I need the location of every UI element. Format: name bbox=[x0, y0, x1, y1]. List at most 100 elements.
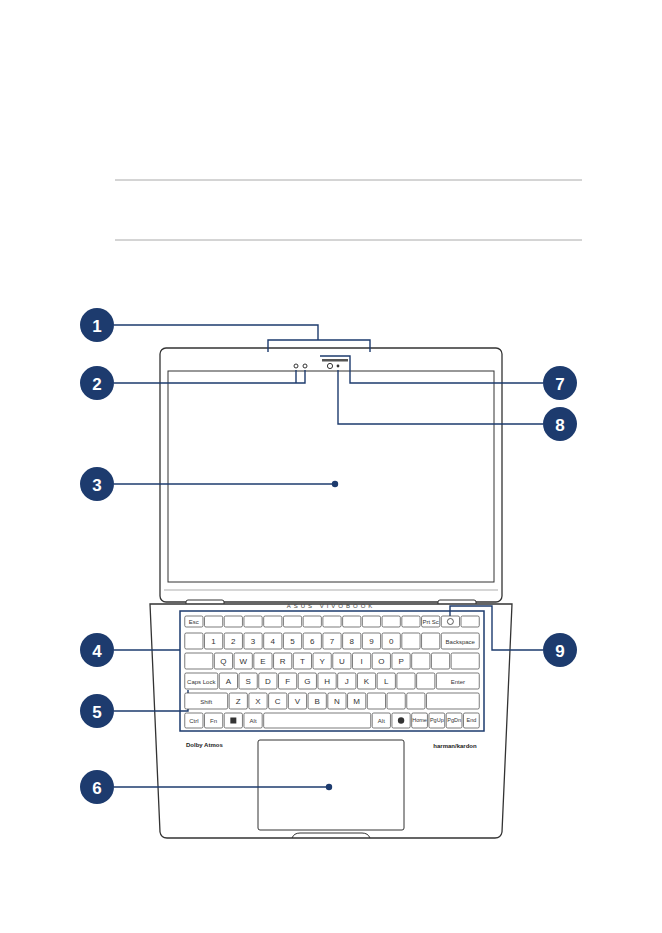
key bbox=[269, 693, 287, 709]
key-label: End bbox=[466, 718, 476, 724]
key bbox=[417, 673, 435, 689]
camera-indicator bbox=[337, 365, 340, 368]
key-label: H bbox=[324, 678, 330, 686]
key bbox=[377, 673, 395, 689]
key-label: T bbox=[300, 658, 305, 666]
key-label: Z bbox=[236, 698, 241, 706]
key bbox=[431, 653, 449, 669]
key-label: Y bbox=[319, 658, 324, 666]
leader-lines bbox=[114, 325, 543, 787]
leader-dot bbox=[326, 784, 332, 790]
note-rule bbox=[115, 240, 582, 241]
key-label: L bbox=[384, 678, 388, 686]
key-label: F bbox=[285, 678, 290, 686]
key bbox=[348, 693, 366, 709]
leader-line bbox=[338, 370, 543, 424]
key bbox=[214, 653, 232, 669]
key bbox=[441, 633, 479, 649]
key bbox=[244, 633, 262, 649]
key bbox=[224, 633, 242, 649]
key bbox=[204, 713, 222, 728]
bezel-line bbox=[164, 590, 498, 591]
key bbox=[397, 673, 415, 689]
key-label: Shift bbox=[200, 699, 212, 705]
display-panel bbox=[168, 371, 494, 582]
key bbox=[308, 693, 326, 709]
key-label: Home bbox=[412, 718, 427, 724]
key bbox=[244, 713, 262, 728]
key bbox=[288, 693, 306, 709]
key-label: Alt bbox=[378, 718, 385, 724]
key-label: B bbox=[315, 698, 320, 706]
microphone bbox=[294, 364, 298, 368]
key bbox=[422, 616, 440, 627]
key-label: K bbox=[364, 678, 369, 686]
key-label: PgUp bbox=[430, 718, 444, 724]
key-label: S bbox=[245, 678, 250, 686]
key-label: 5 bbox=[290, 638, 294, 646]
key bbox=[283, 633, 301, 649]
key bbox=[185, 693, 228, 709]
key-label: 3 bbox=[251, 638, 255, 646]
key-label: Alt bbox=[250, 718, 257, 724]
key bbox=[446, 713, 462, 728]
key-label: J bbox=[345, 678, 349, 686]
key bbox=[367, 693, 385, 709]
key bbox=[185, 713, 203, 728]
key-label: E bbox=[260, 658, 265, 666]
callout-number: 9 bbox=[555, 642, 564, 659]
key-label: O bbox=[378, 658, 384, 666]
key-label: M bbox=[353, 698, 360, 706]
key-label: N bbox=[334, 698, 340, 706]
callout-circle bbox=[80, 770, 114, 804]
key-label: A bbox=[226, 678, 231, 686]
key-label: 6 bbox=[310, 638, 314, 646]
key-label: I bbox=[360, 658, 362, 666]
microphone bbox=[303, 364, 307, 368]
camera bbox=[327, 363, 332, 368]
key bbox=[323, 616, 341, 627]
key-label: 1 bbox=[211, 638, 215, 646]
key bbox=[436, 673, 479, 689]
key-label: C bbox=[275, 698, 281, 706]
leader-line bbox=[114, 690, 188, 711]
key bbox=[185, 616, 203, 627]
key bbox=[382, 633, 400, 649]
key bbox=[234, 653, 252, 669]
callout-circle bbox=[543, 407, 577, 441]
key bbox=[343, 616, 361, 627]
callout-circle bbox=[80, 633, 114, 667]
callout-circle bbox=[80, 366, 114, 400]
key bbox=[185, 653, 213, 669]
key bbox=[402, 633, 420, 649]
key bbox=[264, 713, 371, 728]
key-label: D bbox=[265, 678, 271, 686]
leader-line bbox=[114, 649, 180, 650]
key bbox=[343, 633, 361, 649]
key-label: R bbox=[280, 658, 286, 666]
key bbox=[422, 633, 440, 649]
key bbox=[451, 653, 479, 669]
key-label: 0 bbox=[389, 638, 393, 646]
key bbox=[372, 653, 390, 669]
touchpad bbox=[258, 740, 404, 830]
key-label: 9 bbox=[369, 638, 373, 646]
key bbox=[426, 693, 479, 709]
key bbox=[338, 673, 356, 689]
key bbox=[204, 633, 222, 649]
key bbox=[298, 673, 316, 689]
key-label: Q bbox=[220, 658, 226, 666]
key-label: Enter bbox=[451, 679, 465, 685]
key bbox=[224, 713, 242, 728]
key bbox=[303, 633, 321, 649]
key-label: U bbox=[339, 658, 345, 666]
camera-shield bbox=[322, 359, 348, 362]
leader-line bbox=[114, 483, 332, 484]
key-label: Backspace bbox=[446, 639, 475, 645]
key bbox=[274, 653, 292, 669]
key bbox=[362, 616, 380, 627]
callout-number: 8 bbox=[555, 416, 564, 433]
leader-dot bbox=[332, 481, 338, 487]
